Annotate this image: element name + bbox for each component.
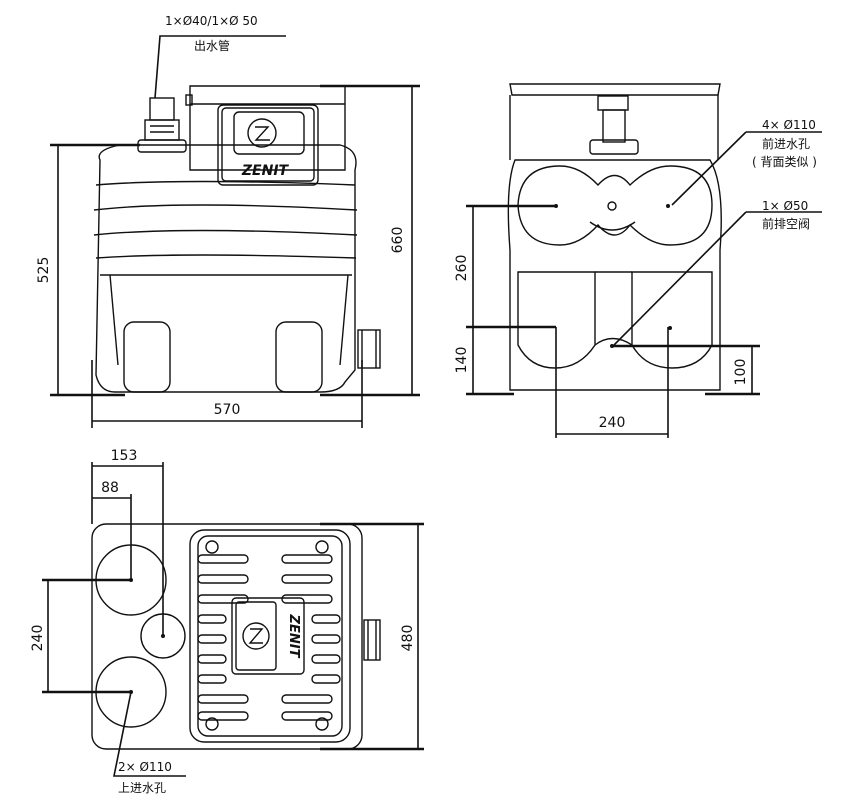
side-dim-240: 240 [599, 415, 626, 431]
side-dim-260: 260 [454, 255, 470, 282]
side-vent-label: 前排空阀 [762, 216, 810, 231]
front-view: ZENIT 1×Ø40/1×Ø 50 出水管 525 [36, 14, 420, 428]
top-logo: ZENIT [286, 614, 301, 659]
front-height-660: 660 [390, 227, 406, 254]
side-dim-140: 140 [454, 347, 470, 374]
top-dim-240: 240 [30, 625, 46, 652]
side-inlet-spec: 4× Ø110 [762, 118, 816, 132]
top-inlet-label: 上进水孔 [118, 781, 166, 795]
side-inlet-note: ( 背面类似 ) [752, 155, 817, 169]
top-dim-480: 480 [400, 625, 416, 652]
side-vent-spec: 1× Ø50 [762, 199, 808, 213]
front-outlet-label: 出水管 [194, 38, 230, 53]
side-dim-100: 100 [733, 359, 749, 386]
grill-slots [197, 554, 341, 721]
side-inlet-label: 前进水孔 [762, 136, 810, 151]
front-logo: ZENIT [241, 163, 290, 179]
front-height-525: 525 [36, 257, 52, 284]
front-width-570: 570 [214, 402, 241, 418]
top-view: ZENIT 480 240 153 88 2× Ø110 上进水孔 [30, 448, 424, 795]
top-inlet-spec: 2× Ø110 [118, 760, 172, 774]
front-outlet-spec: 1×Ø40/1×Ø 50 [165, 14, 258, 28]
top-dim-153: 153 [111, 448, 138, 464]
side-view: 4× Ø110 前进水孔 ( 背面类似 ) 1× Ø50 前排空阀 260 14… [454, 83, 822, 438]
top-dim-88: 88 [101, 480, 119, 496]
